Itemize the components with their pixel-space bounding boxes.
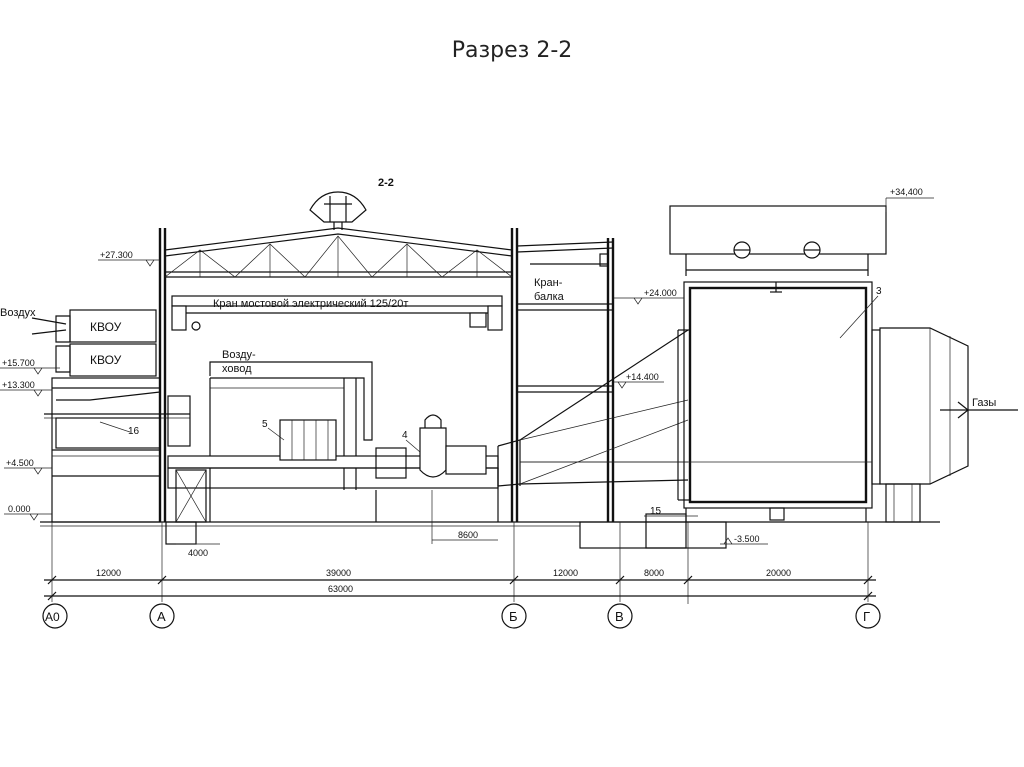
right-bay: Кран- балка: [516, 238, 615, 522]
exhaust-diffuser: [497, 329, 689, 487]
elevation-24000: +24.000: [644, 288, 677, 298]
air-duct-label-1: Возду-: [222, 349, 256, 361]
kvou-units: КВОУ КВОУ Воздух: [0, 307, 157, 377]
elevation-27300: +27.300: [100, 250, 133, 260]
axis-bubble-a: [149, 603, 175, 629]
axis-label-a: А: [157, 609, 166, 624]
elevation-4500: +4.500: [6, 458, 34, 468]
elevation-15700: +15.700: [2, 358, 35, 368]
stack-outlet: Газы: [871, 327, 1018, 523]
callout-5: 5: [262, 419, 268, 430]
axis-label-b: Б: [509, 609, 518, 624]
dimension-12000-left: 12000: [96, 568, 121, 578]
section-mark: 2-2: [378, 177, 394, 189]
axis-lines: [51, 522, 869, 604]
axis-label-v: В: [615, 609, 624, 624]
crane-beam-label-1: Кран-: [534, 277, 563, 289]
elevation-13300: +13.300: [2, 380, 35, 390]
callout-15: 15: [650, 506, 662, 517]
dimension-39000: 39000: [326, 568, 351, 578]
elevation-minus-3500: -3.500: [734, 534, 760, 544]
dimension-12000-right: 12000: [553, 568, 578, 578]
dimension-chain: 12000 39000 12000 8000 20000 63000: [44, 568, 876, 601]
elevation-marks: +27.300 +34,400 +24.000 +15.700 +13.300 …: [0, 187, 934, 545]
axis-label-a0: А0: [45, 610, 60, 624]
air-label: Воздух: [0, 307, 36, 319]
overhead-crane: Кран мостовой электрический 125/20т: [171, 295, 503, 331]
axis-bubble-g: [855, 603, 881, 629]
heat-recovery-boiler: 3: [669, 205, 887, 522]
dimension-8000: 8000: [644, 568, 664, 578]
elevation-14400: +14.400: [626, 372, 659, 382]
foundation-pit: 15 4000 8600: [165, 490, 727, 558]
callout-3: 3: [876, 286, 882, 297]
callout-16: 16: [128, 426, 140, 437]
dimension-20000: 20000: [766, 568, 791, 578]
local-dim-8600: 8600: [458, 530, 478, 540]
kvou-label-2: КВОУ: [90, 353, 122, 367]
crane-beam-label-2: балка: [534, 291, 565, 303]
axis-bubbles: А0 А Б В Г: [42, 603, 881, 629]
slide-title: Разрез 2-2: [451, 38, 573, 63]
air-duct: Возду- ховод: [209, 349, 373, 522]
kvou-label-1: КВОУ: [90, 320, 122, 334]
crane-label: Кран мостовой электрический 125/20т: [213, 298, 408, 310]
callout-4: 4: [402, 430, 408, 441]
air-duct-label-2: ховод: [222, 363, 252, 375]
axis-bubble-v: [607, 603, 633, 629]
turbine-unit: 5 4: [167, 414, 499, 523]
gases-label: Газы: [972, 397, 996, 409]
dimension-63000: 63000: [328, 584, 353, 594]
local-dim-4000: 4000: [188, 548, 208, 558]
axis-bubble-a0: [42, 603, 68, 629]
axis-bubble-b: [501, 603, 527, 629]
elevation-0000: 0.000: [8, 504, 31, 514]
axis-label-g: Г: [863, 609, 870, 624]
left-annex: 16: [44, 377, 191, 523]
roof-ventilator: [309, 191, 367, 230]
turbine-hall: [158, 227, 519, 522]
elevation-34400: +34,400: [890, 187, 923, 197]
